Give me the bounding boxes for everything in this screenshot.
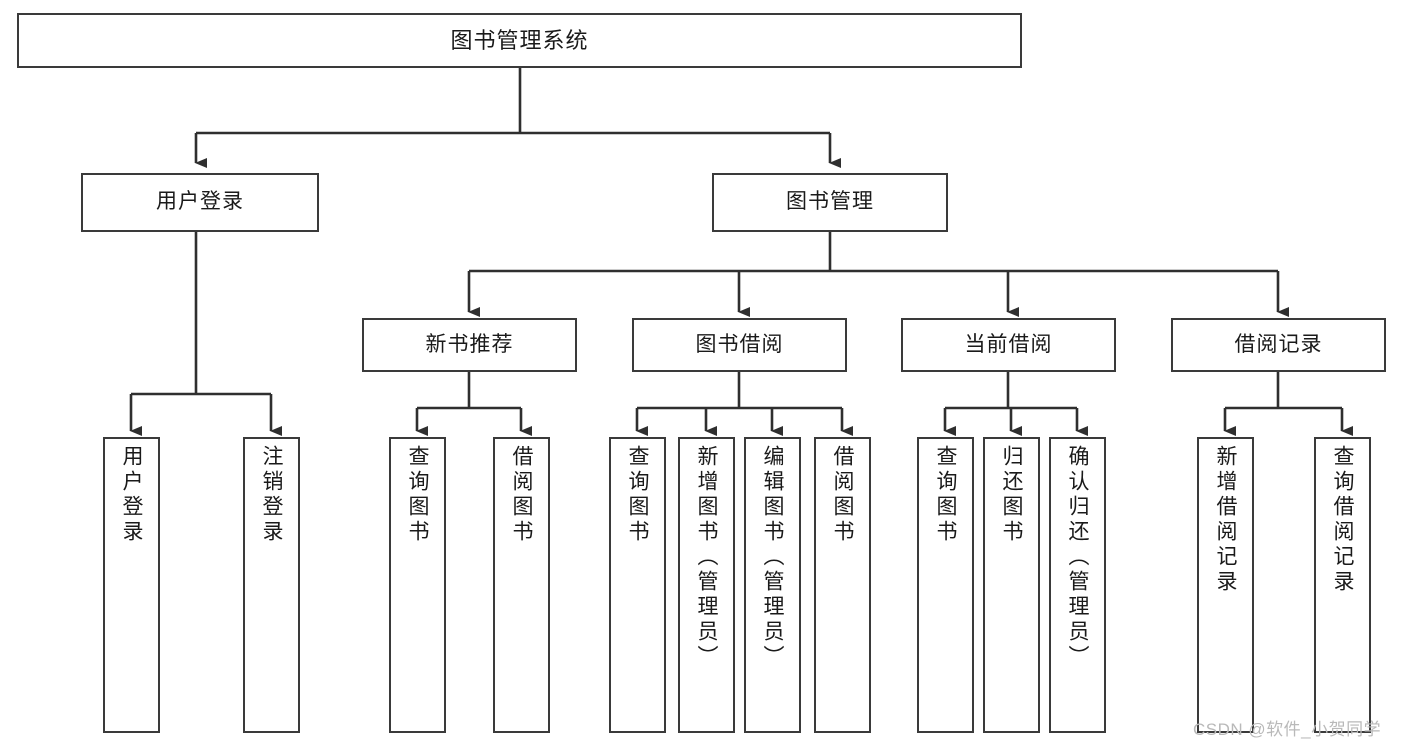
node-leaf-query-record[interactable]: 查询借阅记录 [1314,437,1371,733]
node-root-label: 图书管理系统 [450,27,589,53]
node-leaf-logout-label: 注销登录 [260,445,283,545]
node-leaf-query-book-1-label: 查询图书 [406,445,429,545]
node-leaf-add-book-label: 新增图书（管理员） [695,445,718,670]
node-leaf-user-login[interactable]: 用户登录 [103,437,160,733]
node-book-borrow-label: 图书借阅 [695,332,784,356]
node-leaf-edit-book[interactable]: 编辑图书（管理员） [744,437,801,733]
node-user-login-label: 用户登录 [156,190,244,214]
node-leaf-add-book[interactable]: 新增图书（管理员） [678,437,735,733]
node-new-book-rec-label: 新书推荐 [425,332,514,356]
node-leaf-query-book-3-label: 查询图书 [934,445,957,545]
node-leaf-return-book-label: 归还图书 [1000,445,1023,545]
node-leaf-logout[interactable]: 注销登录 [243,437,300,733]
node-book-manage-label: 图书管理 [786,190,874,214]
node-leaf-query-book-2[interactable]: 查询图书 [609,437,666,733]
node-new-book-rec[interactable]: 新书推荐 [362,318,577,372]
node-leaf-return-book[interactable]: 归还图书 [983,437,1040,733]
node-leaf-query-book-2-label: 查询图书 [626,445,649,545]
node-leaf-borrow-book-1-label: 借阅图书 [510,445,533,545]
node-borrow-record-label: 借阅记录 [1234,332,1323,356]
node-leaf-add-record-label: 新增借阅记录 [1214,445,1237,595]
node-leaf-user-login-label: 用户登录 [120,445,143,545]
node-leaf-query-book-1[interactable]: 查询图书 [389,437,446,733]
node-leaf-borrow-book-2[interactable]: 借阅图书 [814,437,871,733]
node-leaf-query-book-3[interactable]: 查询图书 [917,437,974,733]
node-leaf-confirm-return-label: 确认归还（管理员） [1066,445,1089,670]
node-leaf-borrow-book-2-label: 借阅图书 [831,445,854,545]
node-root[interactable]: 图书管理系统 [17,13,1022,68]
node-leaf-borrow-book-1[interactable]: 借阅图书 [493,437,550,733]
node-leaf-add-record[interactable]: 新增借阅记录 [1197,437,1254,733]
node-book-borrow[interactable]: 图书借阅 [632,318,847,372]
node-user-login[interactable]: 用户登录 [81,173,319,232]
node-borrow-record[interactable]: 借阅记录 [1171,318,1386,372]
node-book-manage[interactable]: 图书管理 [712,173,948,232]
node-current-borrow-label: 当前借阅 [964,332,1053,356]
node-leaf-query-record-label: 查询借阅记录 [1331,445,1354,595]
node-leaf-confirm-return[interactable]: 确认归还（管理员） [1049,437,1106,733]
node-current-borrow[interactable]: 当前借阅 [901,318,1116,372]
watermark-text: CSDN @软件_小贺同学 [1193,720,1382,739]
node-leaf-edit-book-label: 编辑图书（管理员） [761,445,784,670]
